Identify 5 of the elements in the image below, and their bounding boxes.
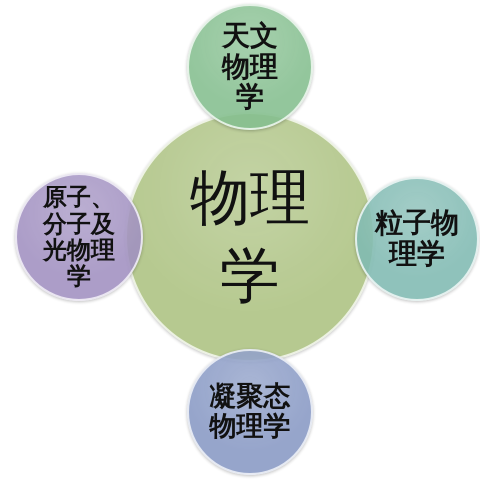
topic-label: 天文物理学 [221, 20, 279, 114]
topic-label: 粒子物理学 [374, 208, 460, 270]
topic-label: 凝聚态物理学 [208, 382, 292, 442]
topic-label: 原子、分子及光物理学 [42, 184, 116, 290]
central-label: 物理学 [188, 162, 311, 313]
